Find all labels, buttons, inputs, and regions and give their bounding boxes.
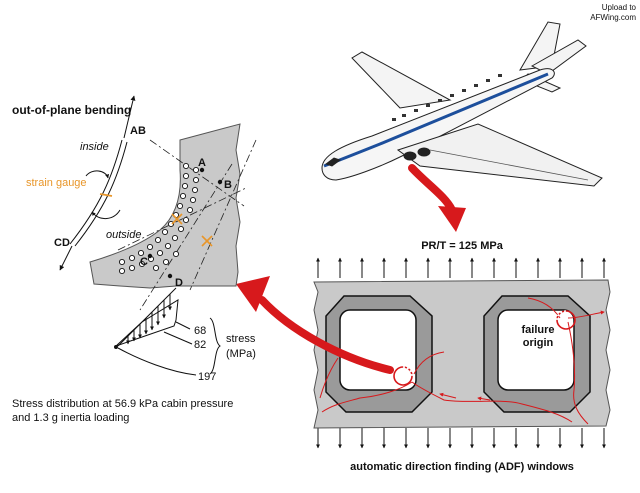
- strain-gauge-label: strain gauge: [26, 177, 87, 189]
- plane-to-panel-arrowhead: [438, 206, 466, 232]
- bending-cross-section: [59, 95, 136, 271]
- stress-caption-1: Stress distribution at 56.9 kPa cabin pr…: [12, 398, 233, 410]
- point-c-label: C: [140, 256, 148, 268]
- section-cd-label: CD: [54, 237, 70, 249]
- watermark-line2: AFWing.com: [590, 13, 636, 22]
- section-lines: [117, 139, 257, 311]
- stress-82-label: 82: [194, 339, 206, 351]
- watermark-line1: Upload to: [602, 3, 637, 12]
- corner-detail-skin: [89, 123, 241, 289]
- stress-caption-2: and 1.3 g inertia loading: [12, 412, 129, 424]
- cabin-windows: [392, 74, 502, 121]
- point-markers: [147, 167, 223, 279]
- failure-origin-label-2: origin: [523, 337, 554, 349]
- stress-unit-label-2: (MPa): [226, 348, 256, 360]
- section-ab-label: AB: [130, 125, 146, 137]
- point-a-label: A: [198, 157, 206, 169]
- panel-tension-arrows: [316, 257, 606, 449]
- gauge-mark-section: [99, 193, 113, 197]
- airplane-illustration: [321, 21, 603, 187]
- peak-stress-dot: [114, 345, 118, 349]
- stress-68-label: 68: [194, 325, 206, 337]
- bending-title: out-of-plane bending: [12, 103, 131, 117]
- stress-distribution: [115, 287, 221, 376]
- plane-to-panel-arrow: [408, 164, 456, 214]
- failure-origin-label-1: failure: [521, 324, 554, 336]
- stress-unit-label-1: stress: [226, 333, 256, 345]
- panel-to-detail-arrow: [258, 296, 394, 374]
- rivet-holes: [118, 162, 200, 275]
- stress-197-label: 197: [198, 371, 216, 383]
- strain-gauge-marks: [171, 213, 213, 247]
- inside-label: inside: [80, 141, 109, 153]
- adf-windows-caption: automatic direction finding (ADF) window…: [350, 461, 574, 473]
- hoop-stress-label: PR/T = 125 MPa: [421, 240, 504, 252]
- panel-to-detail-arrowhead: [236, 276, 270, 312]
- point-d-label: D: [175, 277, 183, 289]
- adf-window-right: [483, 295, 591, 413]
- outside-label: outside: [106, 229, 141, 241]
- point-b-label: B: [224, 179, 232, 191]
